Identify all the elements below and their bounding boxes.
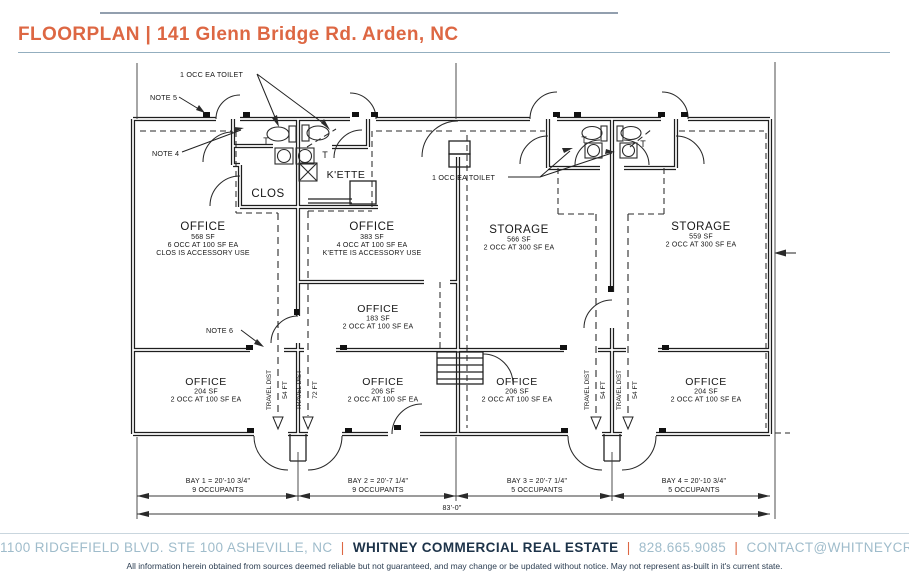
room-area: 206 SF <box>371 389 395 396</box>
room-area: 206 SF <box>505 389 529 396</box>
toilet-fixture <box>266 126 290 142</box>
room-area: 204 SF <box>194 389 218 396</box>
travel-arrow <box>590 416 602 431</box>
bay-occupants: 5 OCCUPANTS <box>511 487 563 494</box>
toilet-note-left: 1 OCC EA TOILET <box>180 70 243 79</box>
toilet-t-label: T <box>263 136 269 146</box>
room-extra: CLOS IS ACCESSORY USE <box>156 250 250 257</box>
header-rule <box>18 52 890 53</box>
room-name: OFFICE <box>185 376 227 388</box>
plumbing-fixtures <box>266 124 642 182</box>
bay-dimension: BAY 2 = 20'-7 1/4" <box>348 478 409 485</box>
room-occupancy: 2 OCC AT 300 SF EA <box>666 242 737 249</box>
plan-labels: NOTE 5 NOTE 4 1 OCC EA TOILET 1 OCC EA T… <box>150 70 741 512</box>
footer-separator: | <box>734 540 739 555</box>
toilet-note-right: 1 OCC EA TOILET <box>432 173 495 182</box>
leader-lines <box>178 73 796 347</box>
toilet-t-label: T <box>640 139 646 149</box>
travel-dist-value: 54 FT <box>600 381 607 399</box>
bay-occupants: 9 OCCUPANTS <box>352 487 404 494</box>
travel-dist-label: TRAVEL DIST <box>296 370 303 410</box>
note-4-label: NOTE 4 <box>152 149 179 158</box>
travel-distance-lines <box>277 211 629 416</box>
room-occupancy: 4 OCC AT 100 SF EA <box>337 242 408 249</box>
travel-arrow <box>272 416 284 431</box>
top-accent-rule <box>100 12 618 14</box>
room-area: 204 SF <box>694 389 718 396</box>
room-area: 559 SF <box>689 234 713 241</box>
entry-arrow <box>774 249 786 257</box>
footer-separator: | <box>626 540 631 555</box>
bay-dimension: BAY 4 = 20'-10 3/4" <box>662 478 727 485</box>
travel-dist-value: 72 FT <box>312 381 319 399</box>
sink-fixture <box>621 143 636 158</box>
clos-label: CLOS <box>251 188 284 200</box>
total-dimension: 83'-0" <box>442 505 461 512</box>
travel-dist-label: TRAVEL DIST <box>584 370 591 410</box>
sink-fixture <box>586 143 601 158</box>
toilet-fixture <box>620 125 642 141</box>
footer-phone: 828.665.9085 <box>638 540 727 555</box>
mech-closet <box>436 351 484 385</box>
travel-arrow <box>302 416 314 431</box>
bay-occupants: 9 OCCUPANTS <box>192 487 244 494</box>
footer-rule <box>0 533 909 534</box>
toilet-t-label: T <box>581 135 587 145</box>
travel-arrow <box>622 416 634 431</box>
note-5-label: NOTE 5 <box>150 93 177 102</box>
room-name: OFFICE <box>349 221 394 233</box>
sink-fixture <box>297 148 313 164</box>
travel-dist-label: TRAVEL DIST <box>266 370 273 410</box>
bay-dimension: BAY 3 = 20'-7 1/4" <box>507 478 568 485</box>
page-title: FLOORPLAN | 141 Glenn Bridge Rd. Arden, … <box>18 24 459 45</box>
room-occupancy: 6 OCC AT 100 SF EA <box>168 242 239 249</box>
sink-fixture <box>276 148 292 164</box>
room-name: OFFICE <box>357 303 399 315</box>
footer-email: CONTACT@WHITNEYCRE.COM <box>746 540 909 555</box>
room-area: 566 SF <box>507 237 531 244</box>
note-6-label: NOTE 6 <box>206 326 233 335</box>
room-area: 568 SF <box>191 234 215 241</box>
dashed-boundaries <box>140 128 790 434</box>
room-occupancy: 2 OCC AT 100 SF EA <box>343 324 414 331</box>
room-name: OFFICE <box>496 376 538 388</box>
toilet-fixture <box>306 125 330 141</box>
room-name: OFFICE <box>685 376 727 388</box>
partition-details <box>289 140 621 462</box>
room-occupancy: 2 OCC AT 100 SF EA <box>482 397 553 404</box>
room-area: 383 SF <box>360 234 384 241</box>
header: FLOORPLAN | 141 Glenn Bridge Rd. Arden, … <box>18 24 891 46</box>
room-occupancy: 2 OCC AT 100 SF EA <box>348 397 419 404</box>
footer-separator: | <box>340 540 345 555</box>
room-occupancy: 2 OCC AT 100 SF EA <box>671 397 742 404</box>
toilet-t-label: T <box>322 150 328 160</box>
room-occupancy: 2 OCC AT 300 SF EA <box>484 245 555 252</box>
water-heater <box>298 162 318 182</box>
kette-cabinet <box>349 180 377 205</box>
travel-dist-label: TRAVEL DIST <box>616 370 623 410</box>
dimension-lines <box>136 62 776 519</box>
door-hardware <box>203 112 688 433</box>
footer-address: 1100 RIDGEFIELD BLVD. STE 100 ASHEVILLE,… <box>0 540 333 555</box>
footer: 1100 RIDGEFIELD BLVD. STE 100 ASHEVILLE,… <box>0 540 909 555</box>
bay-occupants: 5 OCCUPANTS <box>668 487 720 494</box>
footer-company: WHITNEY COMMERCIAL REAL ESTATE <box>352 540 619 555</box>
walls <box>130 116 773 437</box>
room-occupancy: 2 OCC AT 100 SF EA <box>171 397 242 404</box>
kette-label: K'ETTE <box>327 169 366 181</box>
travel-dist-value: 54 FT <box>632 381 639 399</box>
room-name: OFFICE <box>180 221 225 233</box>
room-area: 183 SF <box>366 316 390 323</box>
room-extra: K'ETTE IS ACCESSORY USE <box>323 250 422 257</box>
footer-disclaimer: All information herein obtained from sou… <box>126 561 783 571</box>
room-name: STORAGE <box>671 221 731 233</box>
room-name: STORAGE <box>489 224 549 236</box>
wall-panel-lower <box>448 153 471 168</box>
room-name: OFFICE <box>362 376 404 388</box>
toilet-fixture <box>581 125 603 141</box>
bay-dimension: BAY 1 = 20'-10 3/4" <box>186 478 251 485</box>
travel-dist-value: 54 FT <box>282 381 289 399</box>
